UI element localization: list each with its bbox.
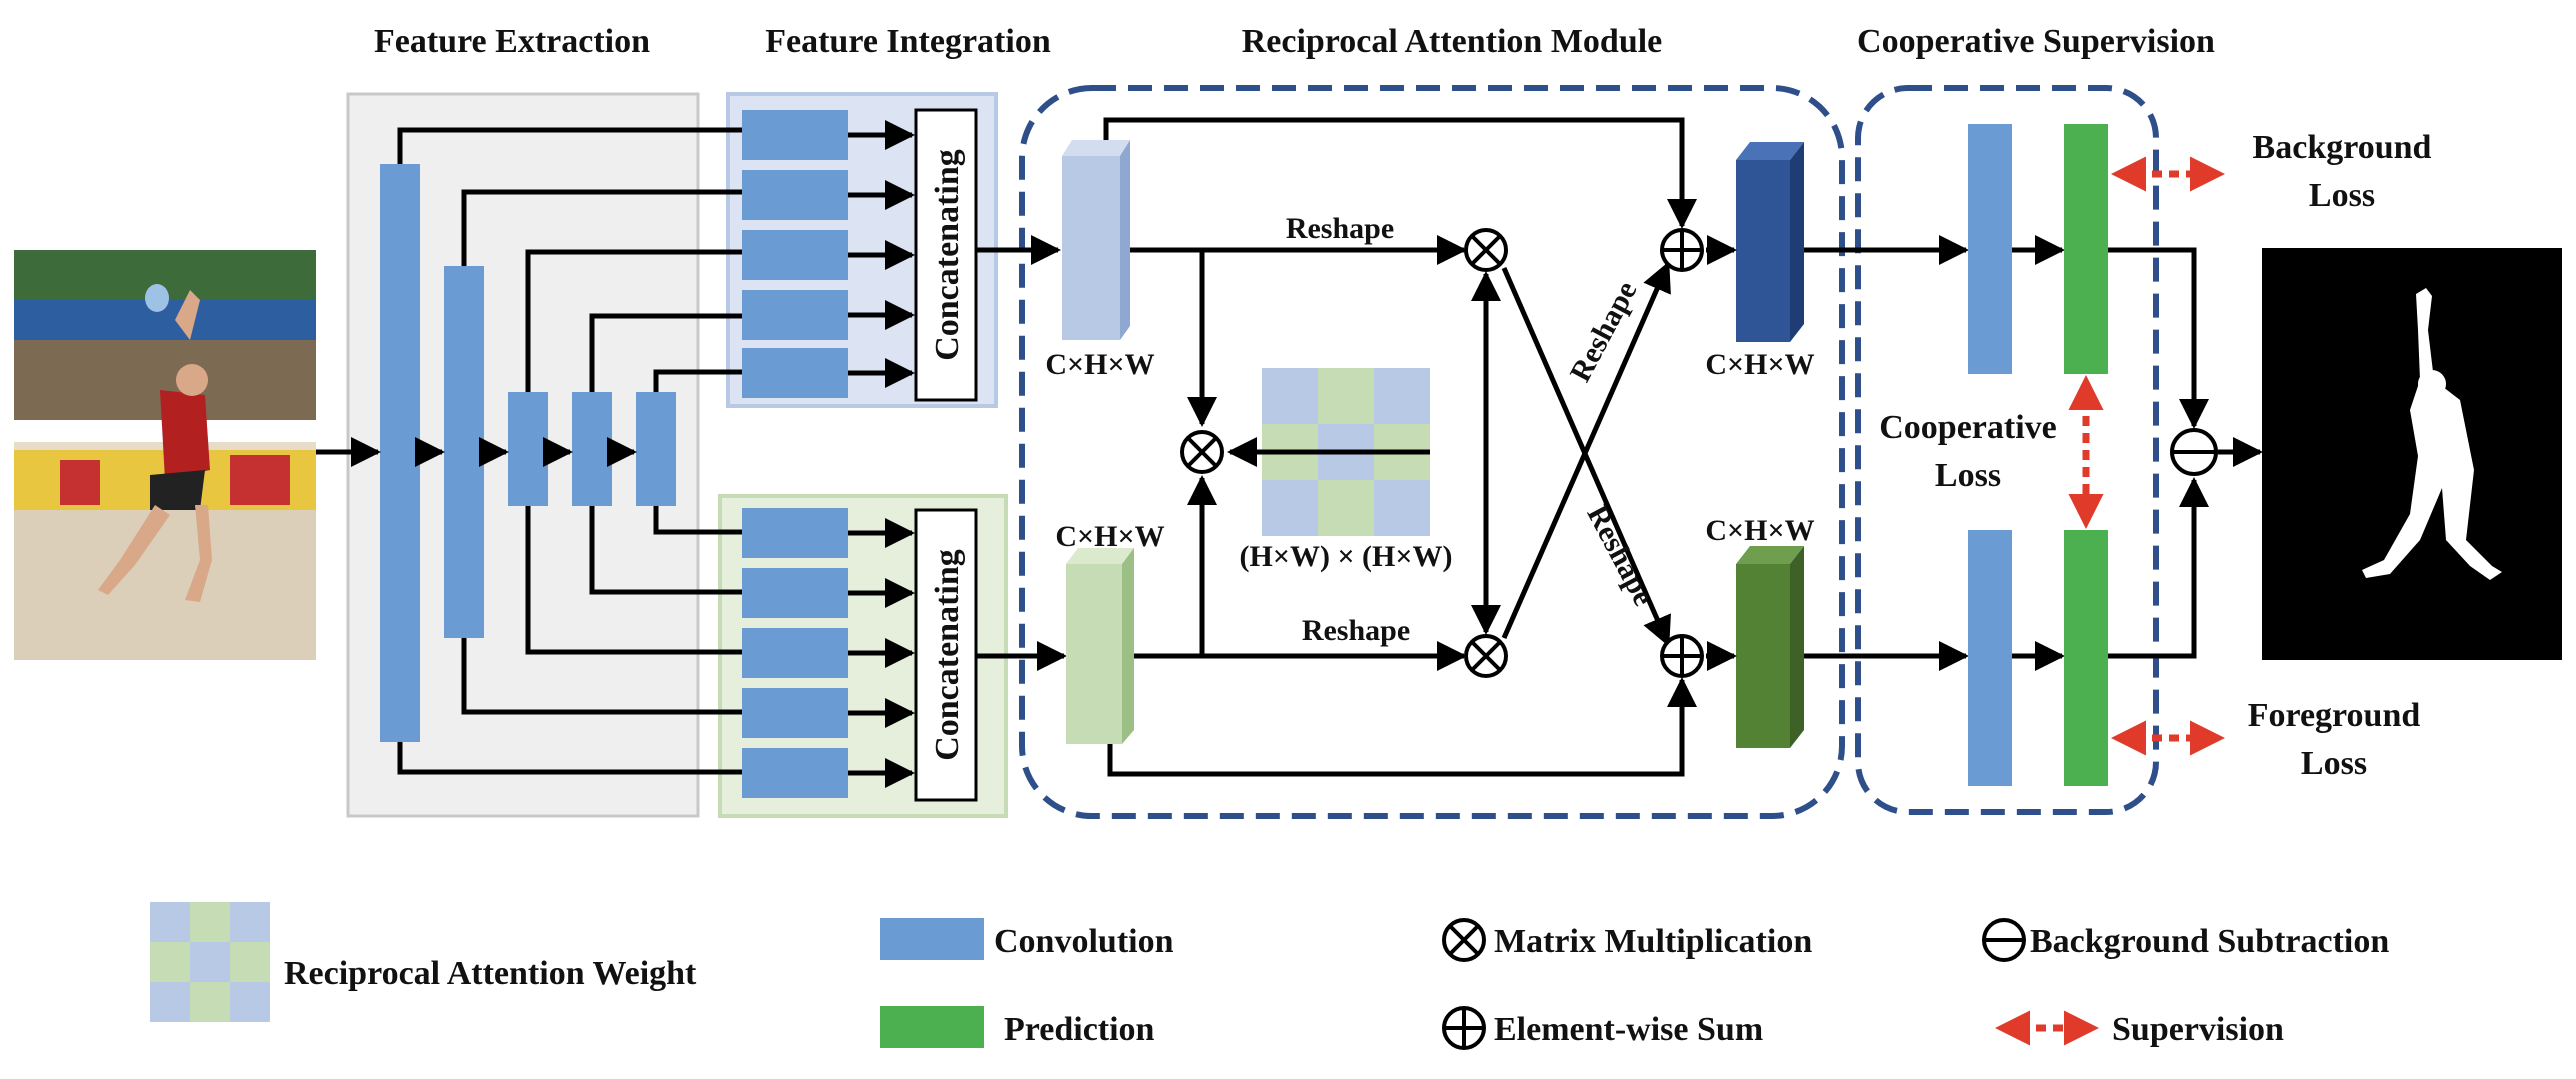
- conv-block: [742, 568, 848, 618]
- title-cooperative-supervision: Cooperative Supervision: [1857, 23, 2215, 60]
- background-loss-label-line2: Loss: [2309, 177, 2375, 214]
- legend-elementwise-sum-label: Element-wise Sum: [1494, 1011, 1763, 1048]
- dim-label-dark-blue: C×H×W: [1705, 348, 1814, 381]
- title-reciprocal-attention: Reciprocal Attention Module: [1242, 23, 1663, 60]
- conv-block: [742, 688, 848, 738]
- attention-dim-label: (H×W) × (H×W): [1240, 540, 1453, 573]
- output-block-dark-blue: [1736, 142, 1804, 342]
- supervision-arrows: [2068, 156, 2225, 756]
- legend-supervision-label: Supervision: [2112, 1011, 2284, 1048]
- reshape-label-top: Reshape: [1286, 212, 1394, 245]
- legend-convolution-label: Convolution: [994, 923, 1174, 960]
- conv-block: [742, 230, 848, 280]
- integration-top-arrows: [848, 120, 915, 388]
- matrix-mult-operator-top: [1464, 228, 1508, 272]
- legend: Reciprocal Attention Weight Convolution …: [150, 902, 2389, 1050]
- output-saliency-map: [2262, 248, 2562, 660]
- concatenating-label-top: Concatenating: [929, 149, 966, 361]
- cooperative-supervision-border: [1855, 85, 2159, 815]
- conv-block: [742, 170, 848, 220]
- skip-connections: [397, 127, 742, 775]
- dim-label-dark-green: C×H×W: [1705, 514, 1814, 547]
- reshape-label-diagonal-up: Reshape: [1564, 276, 1644, 387]
- supervision-conv-top: [1968, 124, 2012, 374]
- legend-convolution-swatch: [880, 918, 984, 960]
- feature-block-blue: [1062, 140, 1130, 340]
- conv-block: [742, 110, 848, 160]
- feature-block-green: [1066, 548, 1134, 744]
- reshape-label-bottom: Reshape: [1302, 614, 1410, 647]
- conv-block: [742, 290, 848, 340]
- dim-label-green: C×H×W: [1055, 520, 1164, 553]
- title-feature-extraction: Feature Extraction: [374, 23, 650, 60]
- elementwise-sum-operator-bottom: [1660, 634, 1704, 678]
- concatenating-label-bottom: Concatenating: [929, 549, 966, 761]
- supervision-conv-bottom: [1968, 530, 2012, 786]
- backbone-block-5: [636, 392, 676, 506]
- foreground-loss-label-line2: Loss: [2301, 745, 2367, 782]
- backbone-block-2: [444, 266, 484, 638]
- cooperative-loss-label-line2: Loss: [1935, 457, 2001, 494]
- legend-matrix-mult-label: Matrix Multiplication: [1494, 923, 1812, 960]
- backbone-block-1: [380, 164, 420, 742]
- attention-flow: [1103, 117, 1737, 777]
- background-subtraction-operator: [2170, 428, 2218, 476]
- elementwise-sum-operator-top: [1660, 228, 1704, 272]
- legend-circle-minus-icon: [1982, 918, 2026, 962]
- background-loss-label-line1: Background: [2253, 129, 2432, 166]
- conv-block: [742, 348, 848, 398]
- legend-circle-times-icon: [1442, 918, 1486, 962]
- integration-to-attention-arrows: [976, 235, 1067, 671]
- legend-attention-weight-swatch: [150, 902, 270, 1022]
- reshape-label-diagonal-down: Reshape: [1580, 500, 1660, 611]
- input-image: [14, 250, 316, 660]
- supervision-flow: [1804, 235, 2263, 671]
- title-feature-integration: Feature Integration: [765, 23, 1051, 60]
- backbone-block-3: [508, 392, 548, 506]
- legend-prediction-swatch: [880, 1006, 984, 1048]
- matrix-mult-operator-bottom: [1464, 634, 1508, 678]
- output-block-dark-green: [1736, 546, 1804, 748]
- integration-bottom-convs: [742, 508, 848, 798]
- legend-circle-plus-icon: [1442, 1006, 1486, 1050]
- matrix-mult-operator-left: [1180, 430, 1224, 474]
- foreground-loss-label-line1: Foreground: [2248, 697, 2421, 734]
- legend-prediction-label: Prediction: [1004, 1011, 1155, 1048]
- concatenating-box-top: [914, 108, 978, 402]
- cooperative-loss-label-line1: Cooperative: [1879, 409, 2057, 446]
- prediction-bottom: [2064, 530, 2108, 786]
- dim-label-blue: C×H×W: [1045, 348, 1154, 381]
- integration-top-convs: [742, 110, 848, 398]
- conv-block: [742, 628, 848, 678]
- integration-bottom-arrows: [848, 518, 915, 788]
- conv-block: [742, 508, 848, 558]
- backbone-block-4: [572, 392, 612, 506]
- reciprocal-attention-border: [1019, 85, 1845, 819]
- legend-attention-weight-label: Reciprocal Attention Weight: [284, 955, 697, 992]
- legend-background-subtraction-label: Background Subtraction: [2030, 923, 2389, 960]
- conv-block: [742, 748, 848, 798]
- prediction-top: [2064, 124, 2108, 374]
